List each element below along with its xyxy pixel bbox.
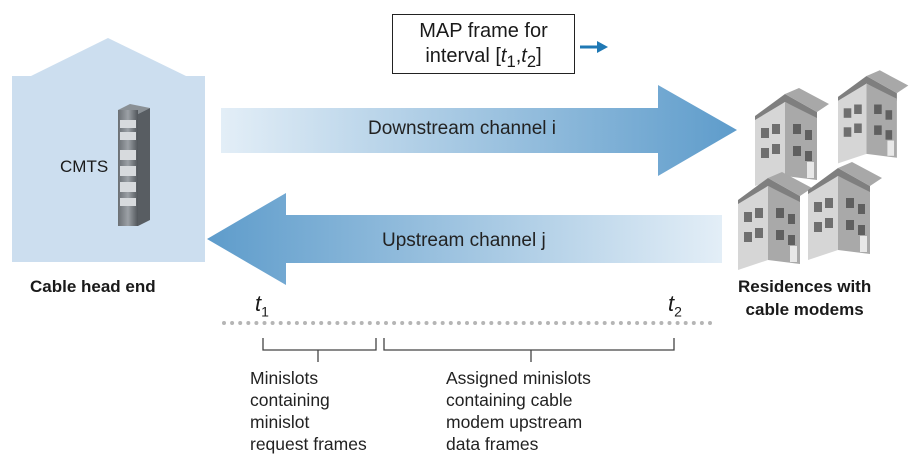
cable-head-end-label: Cable head end [30,277,156,296]
timeline-dots [222,321,712,325]
timeline-dot [513,321,518,325]
timeline-dot [448,321,453,325]
timeline-dot [473,321,478,325]
timeline-dot [489,321,494,325]
timeline-dot [456,321,461,325]
timeline-dot [278,321,283,325]
timeline-dot [246,321,251,325]
timeline-dot [618,321,623,325]
timeline-dot [335,321,340,325]
note-minislots-request: Minislots containing minislot request fr… [250,368,367,454]
timeline-dot [602,321,607,325]
timeline-t1-label: t1 [255,291,269,320]
timeline-dot [683,321,688,325]
timeline-dot [432,321,437,325]
house-icon [838,70,909,164]
upstream-channel-label: Upstream channel j [382,230,546,251]
timeline-dot [627,321,631,325]
house-icon [738,172,812,270]
timeline-dot [222,321,226,325]
timeline-dot [351,321,356,325]
timeline-dot [359,321,364,325]
timeline-dot [546,321,550,325]
timeline-dot [675,321,680,325]
timeline-dot [440,321,445,325]
timeline-dot [505,321,510,325]
timeline-dot [238,321,243,325]
timeline-dot [570,321,575,325]
timeline-dot [319,321,324,325]
map-frame-arrow-icon [580,41,608,53]
timeline-dot [691,321,696,325]
timeline-dot [303,321,307,325]
timeline-dot [659,321,664,325]
timeline-dot [286,321,291,325]
downstream-arrow [221,85,737,176]
bracket-assigned-minislots [383,338,675,362]
timeline-dot [408,321,413,325]
timeline-dot [562,321,567,325]
cmts-label: CMTS [60,157,109,176]
timeline-t2-label: t2 [668,291,682,320]
timeline-dot [481,321,486,325]
timeline-dot [424,321,429,325]
timeline-dot [594,321,599,325]
timeline-dot [392,321,397,325]
timeline-dot [554,321,559,325]
downstream-channel-label: Downstream channel i [368,118,556,139]
timeline-dot [537,321,542,325]
map-frame-box: MAP frame for interval [t1,t2] [392,14,575,74]
map-frame-line1: MAP frame for [419,20,548,42]
timeline-dot [294,321,299,325]
bracket-request-minislots [262,338,377,362]
upstream-arrow [207,193,722,285]
timeline-dot [529,321,534,325]
timeline-dot [262,321,267,325]
head-end-building [12,38,205,262]
timeline-dot [651,321,656,325]
timeline-dot [497,321,502,325]
timeline-dot [699,321,704,325]
residences-label: Residences with cable modems [738,277,872,319]
timeline-dot [327,321,332,325]
timeline-dot [400,321,405,325]
timeline-dot [667,321,672,325]
timeline-dot [311,321,316,325]
timeline-dot [465,321,469,325]
timeline-dot [635,321,640,325]
timeline-dot [708,321,712,325]
timeline-dot [375,321,380,325]
timeline-dot [578,321,583,325]
timeline-dot [384,321,388,325]
note-assigned-minislots: Assigned minislots containing cable mode… [446,368,591,454]
timeline-dot [367,321,372,325]
timeline-dot [643,321,648,325]
house-icon [808,162,882,260]
timeline-dot [521,321,526,325]
timeline-dot [254,321,259,325]
cmts-rack-icon [118,104,150,226]
map-frame-line2: interval [t1,t2] [425,45,542,71]
timeline-dot [416,321,421,325]
timeline-dot [230,321,235,325]
timeline-dot [586,321,591,325]
house-icon [755,88,829,186]
timeline-dot [270,321,275,325]
timeline-dot [343,321,348,325]
timeline-dot [610,321,615,325]
